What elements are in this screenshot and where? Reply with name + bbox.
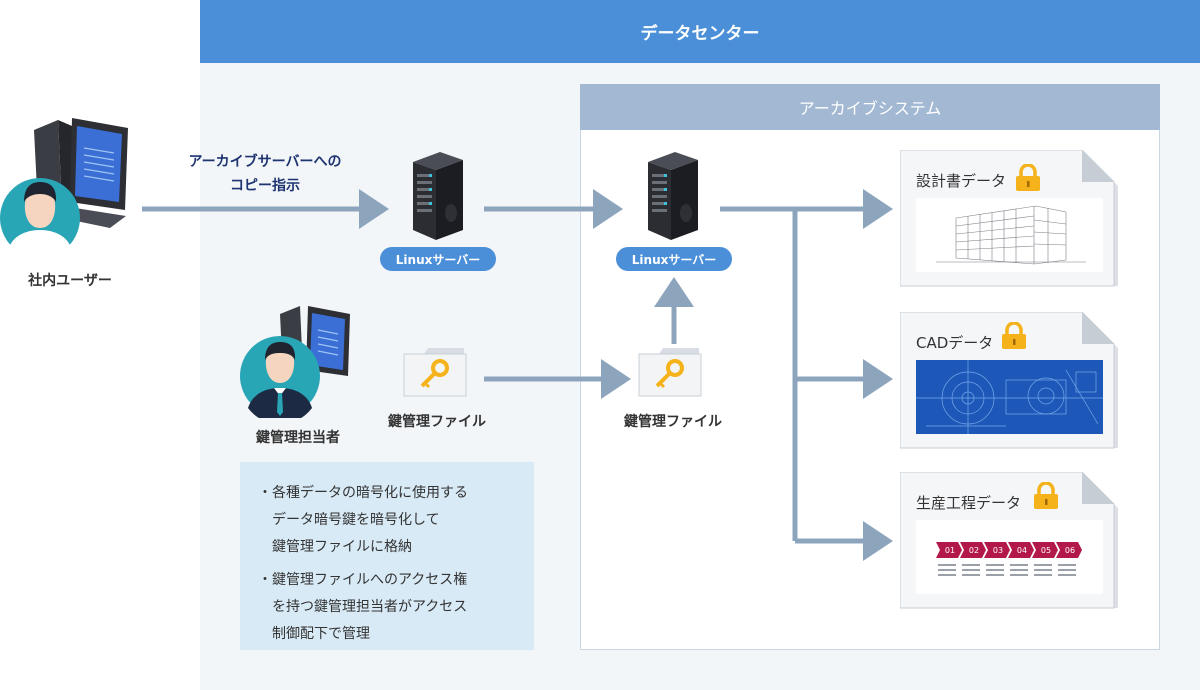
key-file-label-1: 鍵管理ファイル [388,414,486,430]
process-step-label: 06 [1065,546,1075,555]
datacenter-header: データセンター [200,0,1200,63]
copy-instruction: アーカイブサーバーへの コピー指示 [160,150,370,198]
linux-server-badge-1: Linuxサーバー [380,247,496,271]
building-drawing-image [916,198,1103,272]
note-bullet: ・ [258,572,272,588]
copy-instruction-line-1: アーカイブサーバーへの [188,154,342,170]
process-data-title: 生産工程データ [916,494,1022,512]
design-data-title: 設計書データ [916,172,1007,190]
process-step-label: 03 [993,546,1003,555]
cad-data-title: CADデータ [916,334,994,352]
note-box: ・ 各種データの暗号化に使用する データ暗号鍵を暗号化して 鍵管理ファイルに格納… [240,462,534,650]
archive-system-header: アーカイブシステム [580,84,1160,130]
lock-icon [1034,482,1058,509]
linux-server-badge-2: Linuxサーバー [616,247,732,271]
process-step-label: 01 [945,546,955,555]
cad-blueprint-image [916,360,1103,434]
note-text: 各種データの暗号化に使用する データ暗号鍵を暗号化して 鍵管理ファイルに格納 [272,485,468,555]
user-computer-icon [0,118,128,265]
note-text: 鍵管理ファイルへのアクセス権 を持つ鍵管理担当者がアクセス 制御配下で管理 [272,572,468,642]
server-icon [413,152,463,240]
archive-server-icon [648,152,698,240]
design-data-card: 設計書データ [900,150,1122,290]
key-manager-label: 鍵管理担当者 [256,430,340,446]
cad-data-card: CADデータ [900,312,1122,452]
key-file-label-2: 鍵管理ファイル [624,414,722,430]
note-item: ・ 鍵管理ファイルへのアクセス権 を持つ鍵管理担当者がアクセス 制御配下で管理 [258,567,516,648]
process-step-label: 02 [969,546,979,555]
key-file-icon [403,348,467,397]
user-label: 社内ユーザー [28,273,112,289]
process-step-label: 05 [1041,546,1051,555]
lock-icon [1016,164,1040,191]
archive-key-file-icon [638,348,702,397]
process-flow-image: 01 02 03 04 05 06 [916,520,1103,594]
key-manager-icon [240,306,350,418]
copy-instruction-line-2: コピー指示 [230,178,300,194]
note-bullet: ・ [258,485,272,501]
lock-icon [1002,322,1026,349]
process-step-label: 04 [1017,546,1027,555]
process-data-card: 生産工程データ 01 02 03 04 05 06 [900,472,1122,612]
note-item: ・ 各種データの暗号化に使用する データ暗号鍵を暗号化して 鍵管理ファイルに格納 [258,480,516,561]
